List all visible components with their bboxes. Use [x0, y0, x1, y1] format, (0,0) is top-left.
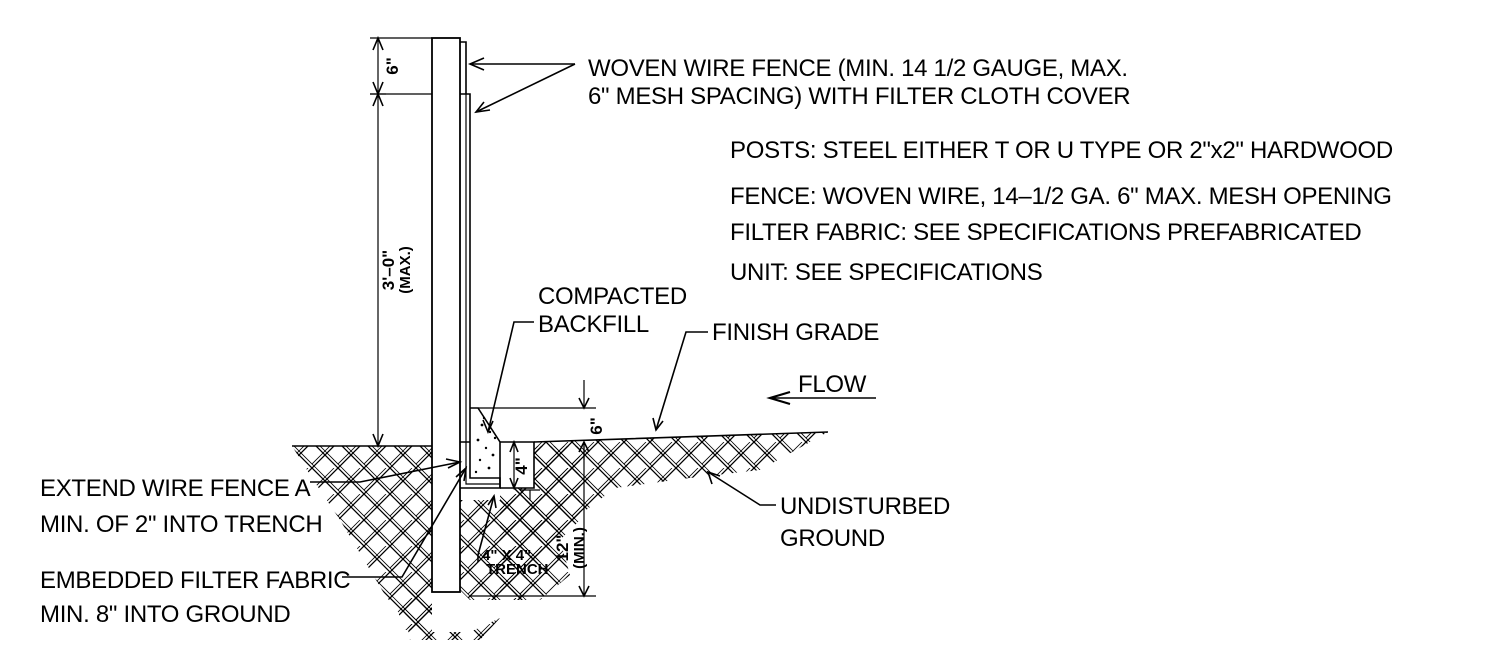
embedded-fabric-label-line1: EMBEDDED FILTER FABRIC — [40, 567, 350, 594]
spec-filter-fabric: FILTER FABRIC: SEE SPECIFICATIONS PREFAB… — [730, 219, 1361, 246]
compacted-backfill-label-line1: COMPACTED — [538, 283, 687, 310]
woven-wire-label-line2: 6" MESH SPACING) WITH FILTER CLOTH COVER — [588, 83, 1130, 110]
dim-depth-12: 12" — [553, 535, 572, 562]
flow-label: FLOW — [798, 371, 867, 398]
dim-depth-min: (MIN.) — [571, 527, 588, 569]
dim-height-max: (MAX.) — [397, 246, 414, 294]
dim-trench-4: 4" — [512, 457, 531, 475]
undisturbed-ground-label-line2: GROUND — [780, 525, 885, 552]
finish-grade-line — [292, 431, 829, 447]
fence-post — [431, 37, 501, 593]
embedded-fabric-label-line2: MIN. 8" INTO GROUND — [40, 601, 290, 628]
dim-height: 3'–0" — [379, 250, 398, 290]
leader-lines — [310, 57, 876, 578]
woven-wire-label-line1: WOVEN WIRE FENCE (MIN. 14 1/2 GAUGE, MAX… — [588, 55, 1128, 82]
spec-posts: POSTS: STEEL EITHER T OR U TYPE OR 2"x2"… — [730, 137, 1393, 164]
height-dimension — [370, 35, 432, 449]
undisturbed-ground-label-line1: UNDISTURBED — [780, 493, 950, 520]
finish-grade-label: FINISH GRADE — [712, 319, 879, 346]
trench-backfill — [470, 407, 540, 500]
trench-size-label-line1: 4" X 4" — [482, 547, 531, 564]
spec-fence: FENCE: WOVEN WIRE, 14–1/2 GA. 6" MAX. ME… — [730, 183, 1392, 210]
dim-backfill-6: 6" — [587, 417, 606, 435]
dim-top-6: 6" — [383, 57, 402, 75]
extend-wire-label-line1: EXTEND WIRE FENCE A — [40, 475, 311, 502]
trench-size-label-line2: TRENCH — [486, 561, 549, 578]
ground-hatch — [292, 432, 828, 640]
spec-unit: UNIT: SEE SPECIFICATIONS — [730, 259, 1042, 286]
depth-12-dimension — [470, 446, 596, 598]
trench-4-dimension — [509, 439, 519, 491]
compacted-backfill-label-line2: BACKFILL — [538, 311, 649, 338]
extend-wire-label-line2: MIN. OF 2" INTO TRENCH — [40, 511, 322, 538]
